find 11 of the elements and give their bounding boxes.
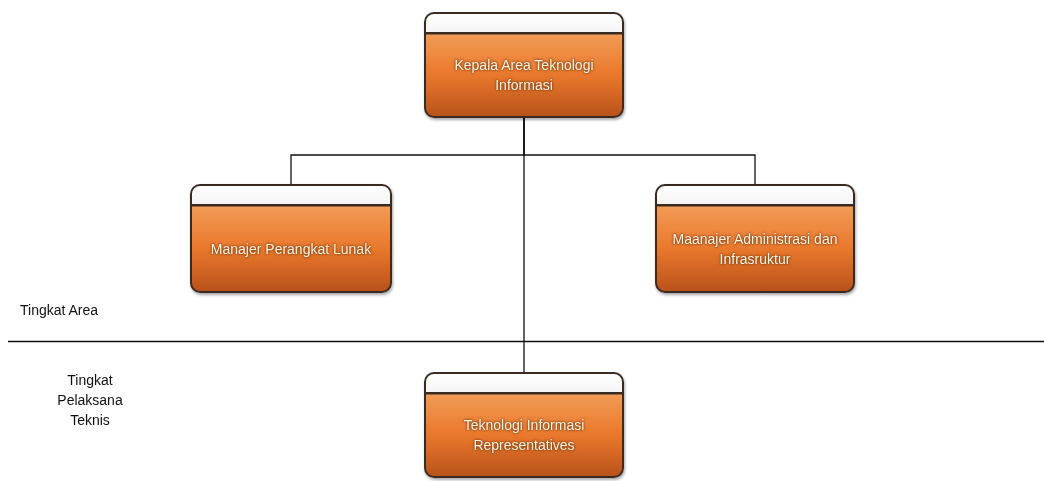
org-box [190,184,392,293]
box-label: Manajer Perangkat Lunak [210,239,372,259]
org-box [424,372,624,478]
org-box [424,12,624,118]
connector-line [523,117,525,373]
org-box [655,184,855,293]
level-label: Tingkat Area [20,301,100,320]
box-label: Maanajer Administrasi dan Infrasruktur [671,229,839,269]
box-label: Kepala Area Teknologi Informasi [453,56,595,95]
box-label: Teknologi Informasi Representatives [462,416,586,455]
level-label: Tingkat Pelaksana Teknis [56,371,124,430]
